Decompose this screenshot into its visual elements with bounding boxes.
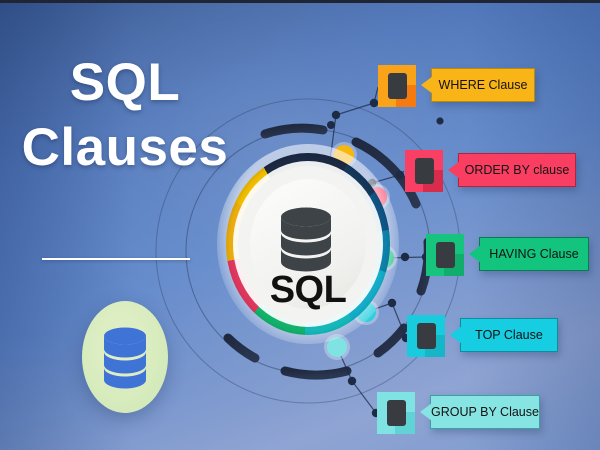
- clause-icon-box-group-by-clause[interactable]: [377, 392, 415, 434]
- clause-icon-box-having-clause[interactable]: [426, 234, 464, 276]
- clause-label: ORDER BY clause: [464, 163, 570, 177]
- clause-icon-box-top-clause[interactable]: [407, 315, 445, 357]
- hero-title: SQL Clauses: [0, 51, 250, 180]
- database-icon: [281, 207, 331, 272]
- page-title-line-2: Clauses: [21, 117, 229, 177]
- clause-callout-having-clause[interactable]: HAVING Clause: [469, 237, 589, 271]
- document-chip-icon: [414, 158, 434, 184]
- callout-tail-icon: [448, 161, 460, 179]
- clause-callout-top-clause[interactable]: TOP Clause: [450, 318, 558, 352]
- clause-label: TOP Clause: [475, 328, 543, 342]
- document-chip-icon: [435, 242, 455, 268]
- callout-tail-icon: [469, 245, 481, 263]
- document-chip-icon: [416, 323, 436, 349]
- core-center: [250, 179, 366, 309]
- callout-tail-icon: [450, 326, 462, 344]
- clause-label: GROUP BY Clause: [431, 405, 539, 419]
- sql-core-donut: SQL: [217, 144, 399, 344]
- document-chip-icon: [386, 400, 406, 426]
- callout-tail-icon: [421, 76, 433, 94]
- clause-icon-box-order-by-clause[interactable]: [405, 150, 443, 192]
- clause-label: WHERE Clause: [438, 78, 528, 92]
- clause-callout-group-by-clause[interactable]: GROUP BY Clause: [420, 395, 540, 429]
- clause-label: HAVING Clause: [489, 247, 579, 261]
- page-title-line-1: SQL: [69, 53, 181, 112]
- clause-callout-order-by-clause[interactable]: ORDER BY clause: [448, 153, 576, 187]
- callout-tail-icon: [420, 403, 432, 421]
- document-chip-icon: [387, 73, 407, 99]
- core-label: SQL: [269, 269, 347, 311]
- database-icon: [104, 327, 146, 389]
- title-divider: [42, 258, 190, 260]
- database-badge: [82, 301, 168, 413]
- clause-callout-where-clause[interactable]: WHERE Clause: [421, 68, 535, 102]
- clause-icon-box-where-clause[interactable]: [378, 65, 416, 107]
